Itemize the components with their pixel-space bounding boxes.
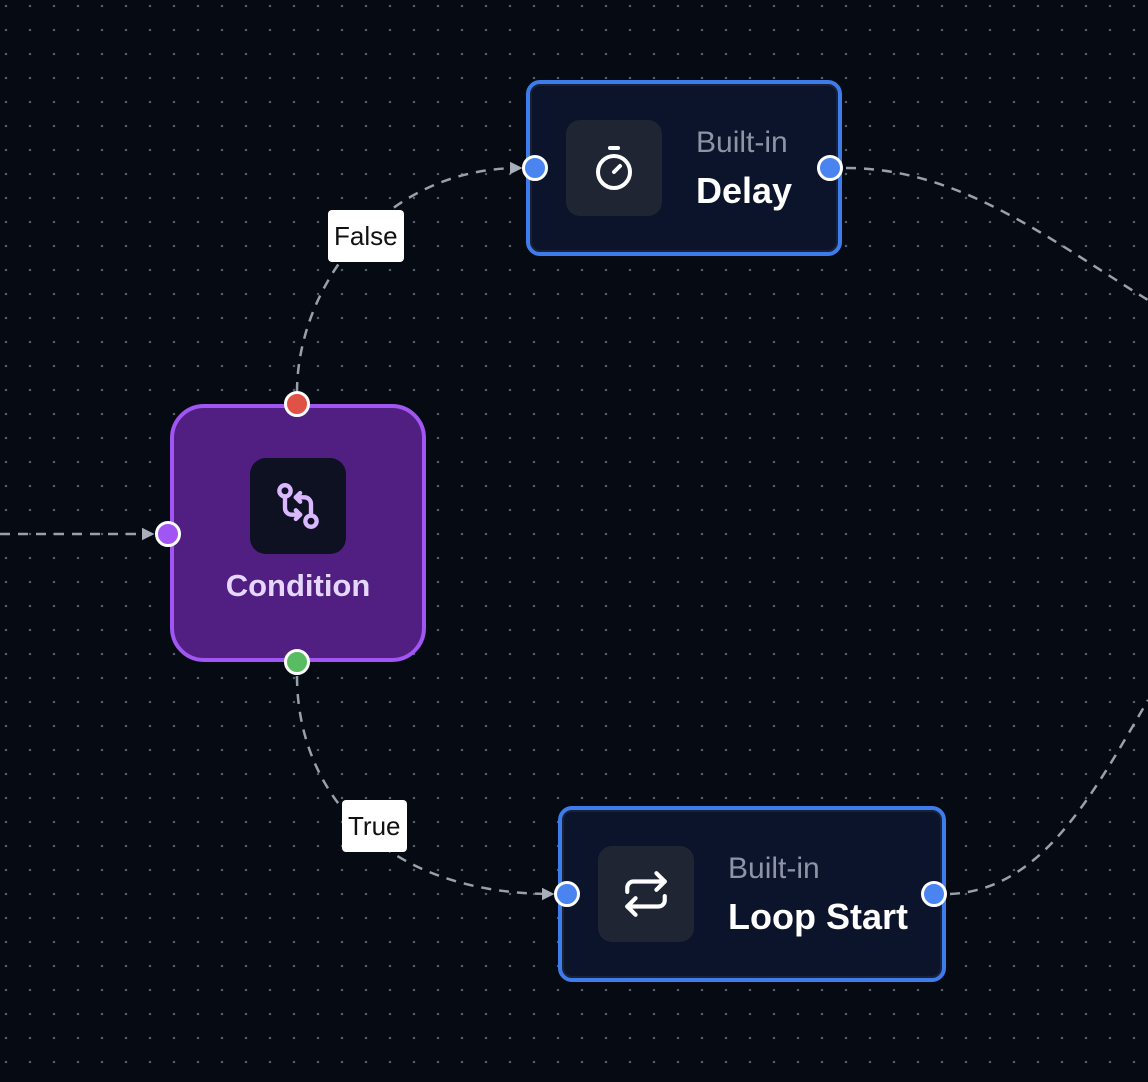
loop-start-node[interactable]: Built-in Loop Start <box>558 806 946 982</box>
delay-kind-label: Built-in <box>696 126 788 159</box>
condition-title: Condition <box>225 568 371 603</box>
delay-output-handle[interactable] <box>817 155 843 181</box>
loop-start-input-handle[interactable] <box>554 881 580 907</box>
edge-loop-out[interactable] <box>949 699 1148 896</box>
git-compare-icon <box>277 483 319 529</box>
edge-false[interactable] <box>295 161 523 393</box>
delay-node[interactable]: Built-in Delay <box>526 80 842 256</box>
loop-start-icon-box <box>598 846 694 942</box>
edge-true[interactable] <box>295 675 555 901</box>
condition-input-handle[interactable] <box>155 521 181 547</box>
delay-title: Delay <box>696 170 793 211</box>
delay-input-handle[interactable] <box>522 155 548 181</box>
delay-icon-box <box>566 120 662 216</box>
stopwatch-icon <box>596 146 632 190</box>
edge-delay-out[interactable] <box>845 166 1148 302</box>
condition-node[interactable]: Condition <box>170 404 426 662</box>
repeat-icon <box>625 871 667 917</box>
condition-true-handle[interactable] <box>284 649 310 675</box>
condition-false-handle[interactable] <box>284 391 310 417</box>
edge-false-label[interactable]: False <box>328 210 404 262</box>
loop-start-output-handle[interactable] <box>921 881 947 907</box>
edge-true-label[interactable]: True <box>342 800 407 852</box>
loop-start-title: Loop Start <box>728 896 908 937</box>
loop-start-kind-label: Built-in <box>728 852 820 885</box>
condition-icon-box <box>250 458 346 554</box>
